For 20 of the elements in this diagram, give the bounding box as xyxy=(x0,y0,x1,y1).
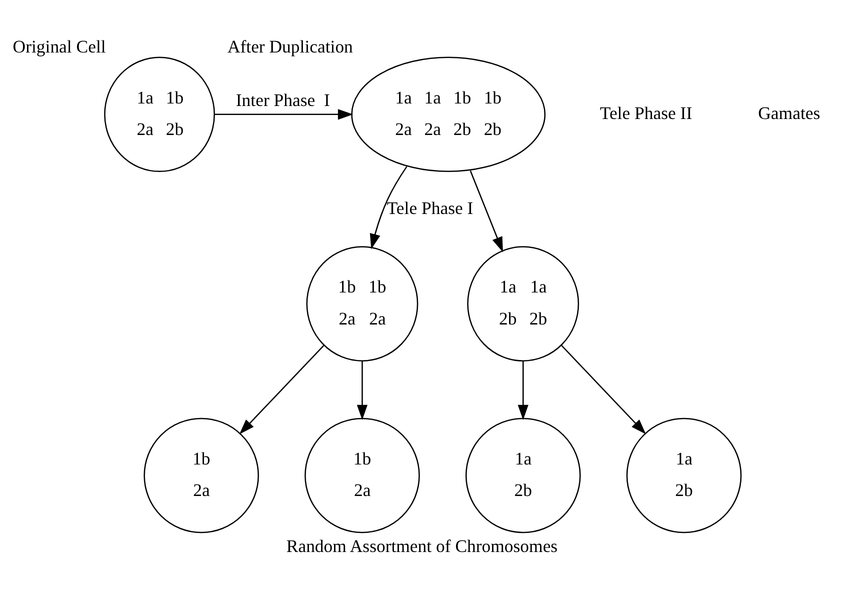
arrow xyxy=(561,345,646,434)
arrow xyxy=(370,166,408,250)
edge-label: Inter Phase I xyxy=(236,90,330,110)
node-ellipse: 1a 1a 1b 1b 2a 2a 2b 2b xyxy=(351,56,546,172)
node-label: Original Cell xyxy=(12,36,106,56)
node-circle: 1a 1b 2a 2b xyxy=(104,56,215,172)
node-circle: 1a 1a 2b 2b xyxy=(467,246,580,362)
arrow xyxy=(518,361,528,420)
arrow xyxy=(239,345,324,434)
node-circle: 1b 1b 2a 2a xyxy=(306,246,418,362)
node-circle: 1b 2a xyxy=(304,418,420,534)
label: Gamates xyxy=(758,103,820,124)
label: Tele Phase II xyxy=(600,103,692,124)
node-label: After Duplication xyxy=(227,36,353,56)
arrow xyxy=(356,361,368,420)
node-circle: 1a 2b xyxy=(465,418,581,534)
caption: Random Assortment of Chromosomes xyxy=(286,536,558,556)
edge-label: Tele Phase I xyxy=(386,198,474,218)
arrow xyxy=(214,109,354,120)
arrow xyxy=(470,170,503,252)
